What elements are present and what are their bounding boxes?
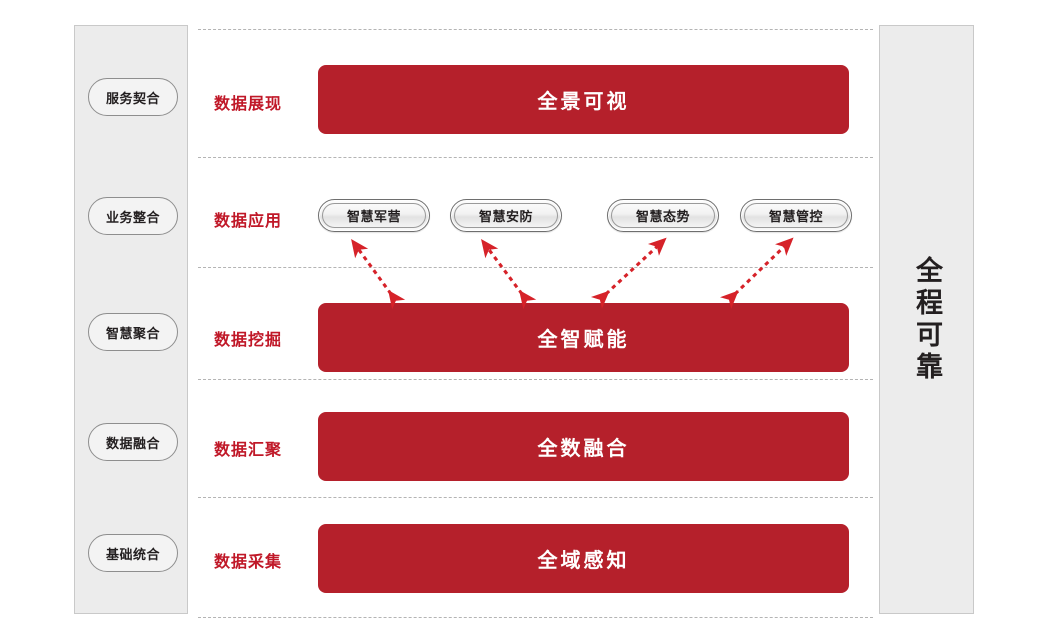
stage-pill-0-label: 服务契合: [105, 90, 160, 106]
connector-smart-barracks: [351, 238, 406, 310]
stage-pill-2[interactable]: 智慧聚合: [88, 313, 178, 351]
row-label-3: 数据汇聚: [214, 442, 283, 459]
stage-pill-1-label: 业务整合: [105, 209, 160, 225]
app-pill-smart-management[interactable]: 智慧管控: [740, 199, 852, 232]
right-reliability-panel: [879, 25, 974, 614]
app-pill-smart-management-label: 智慧管控: [744, 203, 848, 228]
row-separator-3: [198, 379, 873, 380]
capability-bar-presentation[interactable]: 全景可视: [318, 65, 849, 134]
app-pill-smart-security[interactable]: 智慧安防: [450, 199, 562, 232]
app-pill-smart-situation-label: 智慧态势: [611, 203, 715, 228]
app-pill-smart-barracks-label: 智慧军营: [322, 203, 426, 228]
stage-pill-3-label: 数据融合: [105, 435, 160, 451]
row-label-1: 数据应用: [214, 213, 283, 230]
capability-bar-aggregation-label: 全数融合: [537, 438, 630, 460]
row-separator-1: [198, 157, 873, 158]
stage-pill-3[interactable]: 数据融合: [88, 423, 178, 461]
row-label-2: 数据挖掘: [214, 332, 283, 349]
connector-smart-security: [481, 239, 537, 310]
capability-bar-aggregation[interactable]: 全数融合: [318, 412, 849, 481]
row-label-4: 数据采集: [214, 554, 283, 571]
vertical-title: 全程可靠: [879, 25, 974, 614]
stage-pill-1[interactable]: 业务整合: [88, 197, 178, 235]
capability-bar-collection[interactable]: 全域感知: [318, 524, 849, 593]
capability-bar-mining-label: 全智赋能: [537, 329, 630, 351]
stage-pill-4[interactable]: 基础统合: [88, 534, 178, 572]
stage-pill-4-label: 基础统合: [105, 546, 160, 562]
row-separator-4: [198, 497, 873, 498]
row-label-0: 数据展现: [214, 96, 283, 113]
stage-pill-0[interactable]: 服务契合: [88, 78, 178, 116]
app-pill-smart-situation[interactable]: 智慧态势: [607, 199, 719, 232]
app-pill-smart-security-label: 智慧安防: [454, 203, 558, 228]
capability-bar-presentation-label: 全景可视: [537, 91, 630, 113]
app-pill-smart-barracks[interactable]: 智慧军营: [318, 199, 430, 232]
row-separator-bottom: [198, 617, 873, 618]
stage-pill-2-label: 智慧聚合: [105, 325, 160, 341]
capability-bar-mining[interactable]: 全智赋能: [318, 303, 849, 372]
row-separator-top: [198, 29, 873, 30]
capability-bar-collection-label: 全域感知: [537, 550, 630, 572]
row-separator-2: [198, 267, 873, 268]
vertical-title-text: 全程可靠: [912, 255, 942, 384]
